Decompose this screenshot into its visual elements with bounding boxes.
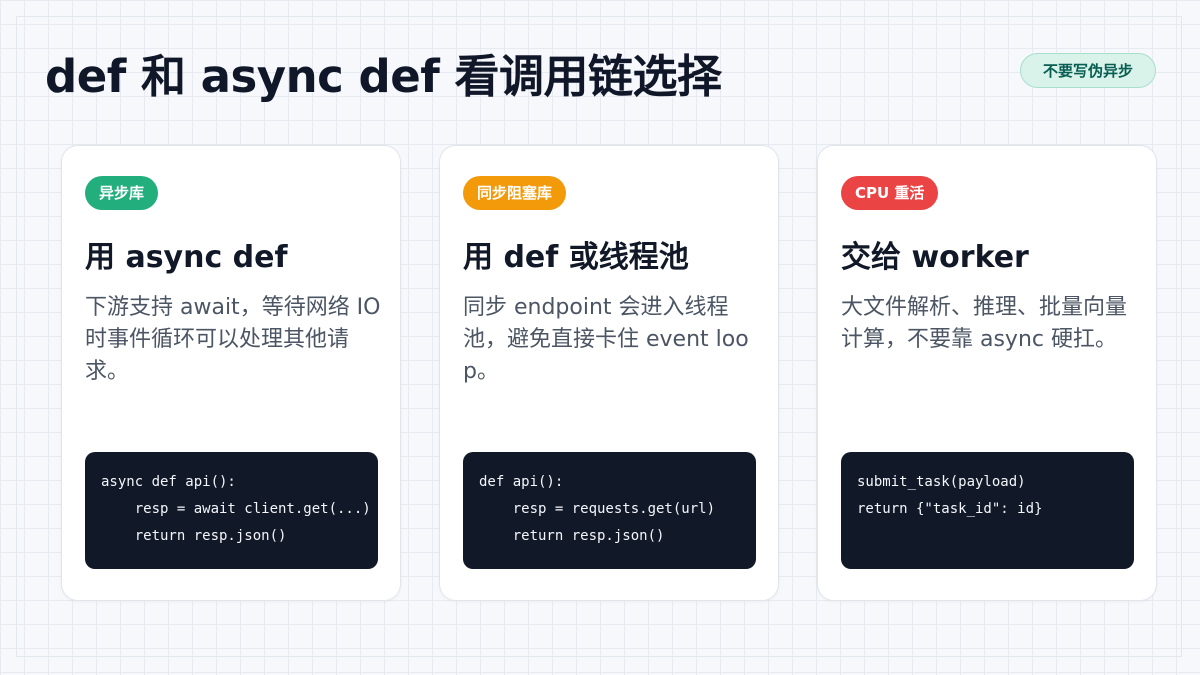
async-code-block: async def api(): resp = await client.get… — [85, 452, 378, 569]
cpu-work-card: CPU 重活 交给 worker 大文件解析、推理、批量向量计算，不要靠 asy… — [817, 145, 1157, 601]
code-line: resp = requests.get(url) — [479, 501, 716, 517]
status-badge: 不要写伪异步 — [1020, 53, 1156, 88]
async-library-tag: 异步库 — [85, 176, 159, 210]
async-card-description: 下游支持 await，等待网络 IO 时事件循环可以处理其他请求。 — [85, 295, 381, 384]
code-line: async def api(): — [101, 474, 236, 490]
cpu-card-title: 交给 worker — [841, 240, 1029, 275]
code-line: resp = await client.get(...) — [101, 501, 371, 517]
sync-card-description: 同步 endpoint 会进入线程池，避免直接卡住 event loop。 — [463, 295, 749, 384]
code-line: return resp.json() — [479, 528, 665, 544]
sync-blocking-tag: 同步阻塞库 — [463, 176, 567, 210]
page-title: def 和 async def 看调用链选择 — [45, 50, 722, 103]
sync-code-block: def api(): resp = requests.get(url) retu… — [463, 452, 756, 569]
code-line: return resp.json() — [101, 528, 287, 544]
code-line: def api(): — [479, 474, 564, 490]
async-card-title: 用 async def — [85, 240, 288, 275]
sync-card-title: 用 def 或线程池 — [463, 240, 689, 275]
worker-code-block: submit_task(payload)return {"task_id": i… — [841, 452, 1134, 569]
cpu-work-tag: CPU 重活 — [841, 176, 939, 210]
sync-blocking-card: 同步阻塞库 用 def 或线程池 同步 endpoint 会进入线程池，避免直接… — [439, 145, 779, 601]
code-line: return {"task_id": id} — [857, 501, 1043, 517]
code-line: submit_task(payload) — [857, 474, 1026, 490]
cpu-card-description: 大文件解析、推理、批量向量计算，不要靠 async 硬扛。 — [841, 295, 1128, 352]
async-library-card: 异步库 用 async def 下游支持 await，等待网络 IO 时事件循环… — [61, 145, 401, 601]
